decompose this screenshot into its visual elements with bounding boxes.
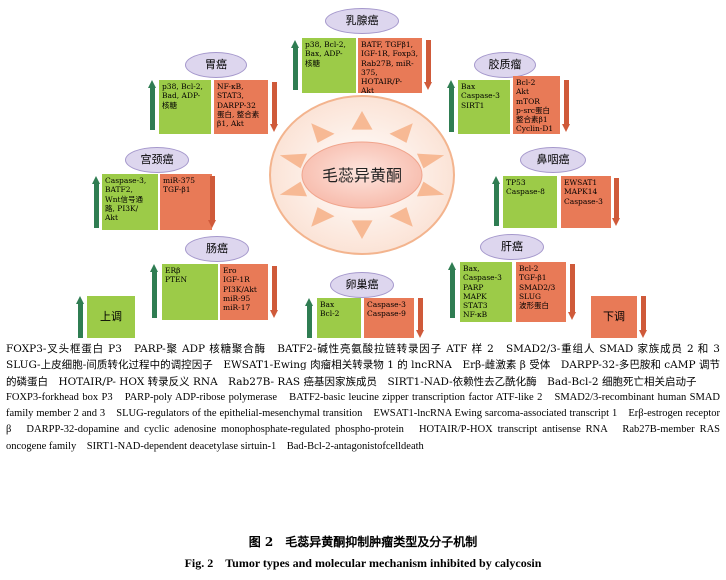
up-arrow-icon (92, 176, 101, 228)
up-arrow-icon (76, 296, 85, 338)
up-arrow-icon (447, 80, 456, 132)
tumor-label-ovarian: 卵巢癌 (330, 272, 394, 298)
downregulated-box-liver: Bcl-2 TGF-β1 SMAD2/3 SLUG 波形蛋白 (516, 262, 566, 322)
down-arrow-icon (612, 178, 621, 226)
upregulated-box-gastric: p38, Bcl-2, Bad, ADP- 核糖 (159, 80, 211, 134)
upregulated-box-breast: p38, Bcl-2, Bax, ADP- 核糖 (302, 38, 356, 93)
figure-title-chinese: 图 2 毛蕊异黄酮抑制肿瘤类型及分子机制 (248, 535, 478, 549)
upregulated-box-colorectal: ERβ PTEN (162, 264, 218, 320)
up-arrow-icon (148, 80, 157, 130)
sun-ray (279, 181, 308, 197)
sun-ray (311, 123, 335, 143)
down-arrow-icon (208, 176, 217, 228)
downregulated-box-colorectal: Ero IGF-1R PI3K/Akt miR-95 miR-17 (220, 264, 268, 320)
up-arrow-icon (150, 264, 159, 318)
tumor-label-glioma: 胶质瘤 (474, 52, 536, 78)
upregulated-box-cervical: Caspase-3, BATF2, Wnt信号通 路, PI3K/ Akt (102, 174, 158, 230)
abbreviations-english: FOXP3-forkhead box P3 PARP-poly ADP-ribo… (6, 391, 720, 452)
abbreviations-chinese: FOXP3-叉头框蛋白 P3 PARP-聚 ADP 核糖聚合酶 BATF2-碱性… (6, 343, 726, 388)
tumor-label-gastric: 胃癌 (185, 52, 247, 78)
sun-ray (351, 220, 373, 239)
downregulated-box-cervical: miR-375 TGF-β1 (160, 174, 212, 230)
up-arrow-icon (492, 176, 501, 226)
sun-ray (351, 111, 373, 130)
upregulated-box-glioma: Bax Caspase-3 SIRT1 (458, 80, 510, 134)
downregulated-box-gastric: NF-κB, STAT3, DARPP-32 蛋白, 整合素 β1, Akt (214, 80, 268, 134)
tumor-label-nasopharyngeal: 鼻咽癌 (520, 147, 586, 173)
up-arrow-icon (448, 262, 457, 318)
tumor-label-cervical: 宫颈癌 (125, 147, 189, 173)
down-arrow-icon (639, 296, 648, 338)
down-arrow-icon (416, 298, 425, 338)
center-label: 毛蕊异黄酮 (322, 166, 402, 185)
sun-ray (389, 207, 413, 227)
center-ellipse (301, 141, 423, 209)
down-arrow-icon (270, 266, 279, 318)
downregulated-box-breast: BATF, TGFβ1, IGF-1R, Foxp3, Rab27B, miR-… (358, 38, 422, 93)
legend-upregulated: 上调 (87, 296, 135, 338)
sun-ray (416, 153, 445, 169)
sun-ray (279, 153, 308, 169)
sun-rays (279, 111, 445, 239)
tumor-label-colorectal: 肠癌 (185, 236, 249, 262)
figure-title-english: Fig. 2 Tumor types and molecular mechani… (184, 556, 542, 570)
calycosin-sun-graphic: 毛蕊异黄酮 (269, 95, 455, 255)
sun-ray (416, 181, 445, 197)
upregulated-box-liver: Bax, Caspase-3 PARP MAPK STAT3 NF-κB (460, 262, 512, 322)
down-arrow-icon (424, 40, 433, 90)
up-arrow-icon (291, 40, 300, 90)
downregulated-box-glioma: Bcl-2 Akt mTOR p-src蛋白 整合素β1 Cyclin-D1 (513, 76, 560, 134)
up-arrow-icon (305, 298, 314, 338)
upregulated-box-nasopharyngeal: TP53 Caspase-8 (503, 176, 557, 228)
downregulated-box-ovarian: Caspase-3 Caspase-9 (364, 298, 414, 338)
tumor-label-liver: 肝癌 (480, 234, 544, 260)
sun-ray (311, 207, 335, 227)
figure-legend: FOXP3-叉头框蛋白 P3 PARP-聚 ADP 核糖聚合酶 BATF2-碱性… (6, 341, 726, 455)
down-arrow-icon (270, 82, 279, 132)
sun-ray (389, 123, 413, 143)
upregulated-box-ovarian: Bax Bcl-2 (317, 298, 361, 338)
tumor-label-breast: 乳腺癌 (325, 8, 399, 34)
down-arrow-icon (568, 264, 577, 320)
legend-downregulated: 下调 (591, 296, 637, 338)
mechanism-diagram: 毛蕊异黄酮 乳腺癌 p38, Bcl-2, Bax, ADP- 核糖 BATF,… (76, 8, 648, 338)
downregulated-box-nasopharyngeal: EWSAT1 MAPK14 Caspase-3 (561, 176, 611, 228)
down-arrow-icon (562, 80, 571, 132)
